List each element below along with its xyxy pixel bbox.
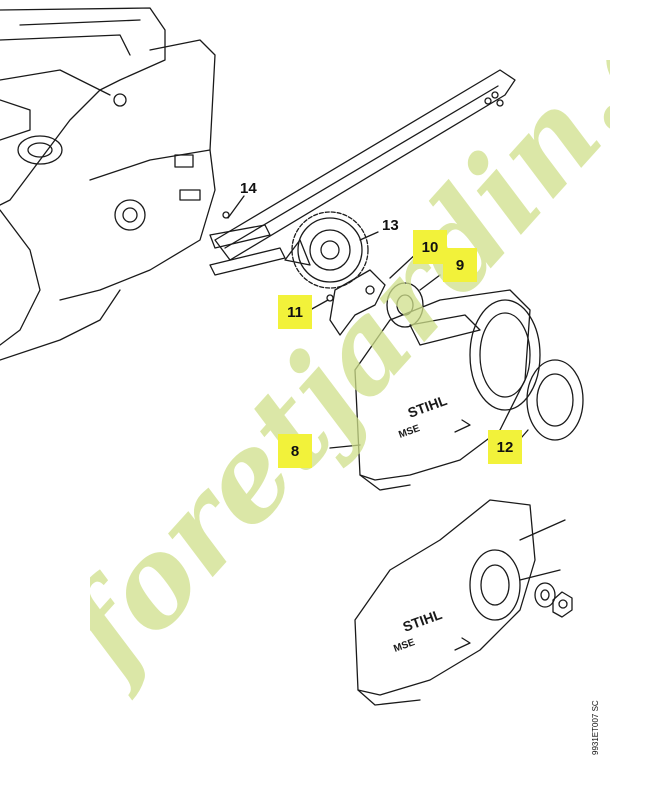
adjuster-knob — [386, 274, 441, 328]
guide-bar — [214, 69, 516, 261]
callout-8: 8 — [278, 434, 312, 468]
collar-nuts — [534, 582, 573, 618]
chainsaw-body — [0, 7, 216, 361]
sprocket-cover-lower: STIHL MSE — [354, 499, 566, 706]
bar-plates — [209, 195, 286, 276]
model-label-upper: MSE — [397, 423, 421, 441]
callout-9: 9 — [443, 248, 477, 282]
brand-label-lower: STIHL — [401, 606, 445, 635]
brand-label-upper: STIHL — [406, 392, 450, 421]
sprocket — [284, 211, 379, 289]
label-13: 13 — [382, 217, 399, 234]
tensioner-bracket — [309, 251, 419, 336]
model-label-lower: MSE — [392, 637, 416, 655]
callout-12: 12 — [488, 430, 522, 464]
label-14: 14 — [240, 180, 257, 197]
reference-code: 9931ET007 SC — [591, 700, 600, 755]
callout-10: 10 — [413, 230, 447, 264]
callout-11: 11 — [278, 295, 312, 329]
